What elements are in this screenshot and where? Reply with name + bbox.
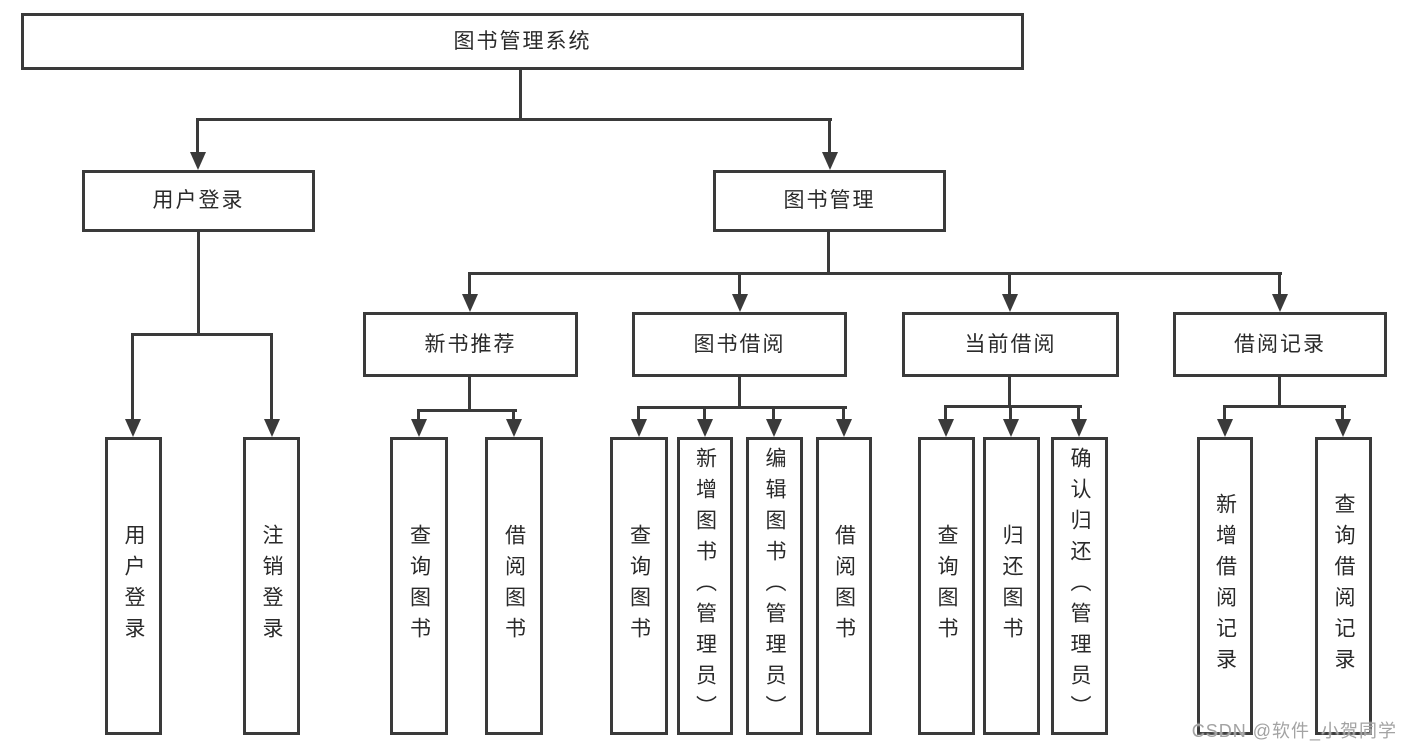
node-label: 查询图书 <box>407 524 431 648</box>
node-query-book-3: 查询图书 <box>918 437 975 735</box>
node-current-borrow: 当前借阅 <box>902 312 1119 377</box>
arrowhead-down-icon <box>264 419 280 437</box>
connector-line <box>827 232 830 275</box>
connector-line <box>131 333 273 336</box>
connector-line <box>1008 376 1011 408</box>
connector-line <box>1008 272 1011 297</box>
node-add-borrow-record: 新增借阅记录 <box>1197 437 1253 735</box>
connector-line <box>417 409 517 412</box>
arrowhead-down-icon <box>506 419 522 437</box>
arrowhead-down-icon <box>822 152 838 170</box>
node-label: 用户登录 <box>122 524 145 648</box>
arrowhead-down-icon <box>1217 419 1233 437</box>
arrowhead-down-icon <box>190 152 206 170</box>
connector-line <box>1278 376 1281 408</box>
node-label: 注销登录 <box>260 524 283 648</box>
connector-line <box>1223 405 1346 408</box>
arrowhead-down-icon <box>697 419 713 437</box>
node-label: 新增图书（管理员） <box>693 446 717 726</box>
arrowhead-down-icon <box>1003 419 1019 437</box>
arrowhead-down-icon <box>732 294 748 312</box>
node-query-book-2: 查询图书 <box>610 437 668 735</box>
connector-line <box>468 376 471 412</box>
node-label: 查询借阅记录 <box>1332 493 1355 679</box>
node-add-book-admin: 新增图书（管理员） <box>677 437 733 735</box>
connector-line <box>270 333 273 421</box>
arrowhead-down-icon <box>411 419 427 437</box>
connector-line <box>468 272 1282 275</box>
arrowhead-down-icon <box>1272 294 1288 312</box>
connector-line <box>131 333 134 421</box>
node-library-management-system: 图书管理系统 <box>21 13 1024 70</box>
watermark: CSDN @软件_小贺同学 <box>1191 721 1397 741</box>
node-book-management: 图书管理 <box>713 170 946 232</box>
connector-line <box>703 406 706 422</box>
node-label: 图书管理 <box>783 189 876 213</box>
arrowhead-down-icon <box>766 419 782 437</box>
node-label: 图书借阅 <box>693 332 786 356</box>
connector-line <box>944 405 1082 408</box>
node-label: 新书推荐 <box>424 332 517 356</box>
node-query-book-1: 查询图书 <box>390 437 448 735</box>
node-edit-book-admin: 编辑图书（管理员） <box>746 437 803 735</box>
node-user-login: 用户登录 <box>82 170 315 232</box>
node-new-book-recommend: 新书推荐 <box>363 312 578 377</box>
node-return-book: 归还图书 <box>983 437 1040 735</box>
connector-line <box>1341 405 1344 422</box>
node-borrow-book-2: 借阅图书 <box>816 437 872 735</box>
connector-line <box>944 405 947 422</box>
connector-line <box>828 118 831 154</box>
node-label: 图书管理系统 <box>453 29 592 53</box>
node-borrow-book-1: 借阅图书 <box>485 437 543 735</box>
connector-line <box>468 272 471 297</box>
arrowhead-down-icon <box>1071 419 1087 437</box>
node-label: 新增借阅记录 <box>1213 493 1237 679</box>
node-label: 归还图书 <box>1000 524 1023 648</box>
node-label: 用户登录 <box>152 189 245 213</box>
node-label: 借阅记录 <box>1234 332 1326 356</box>
node-user-login-leaf: 用户登录 <box>105 437 162 735</box>
node-label: 借阅图书 <box>502 524 526 648</box>
connector-line <box>512 409 515 422</box>
node-label: 编辑图书（管理员） <box>763 446 786 726</box>
node-borrow-records: 借阅记录 <box>1173 312 1387 377</box>
arrowhead-down-icon <box>1002 294 1018 312</box>
node-label: 查询图书 <box>627 524 651 648</box>
connector-line <box>1009 405 1012 422</box>
arrowhead-down-icon <box>631 419 647 437</box>
connector-line <box>196 118 199 154</box>
connector-line <box>738 376 741 409</box>
connector-line <box>1278 272 1281 297</box>
arrowhead-down-icon <box>462 294 478 312</box>
arrowhead-down-icon <box>1335 419 1351 437</box>
connector-line <box>197 232 200 336</box>
node-label: 确认归还（管理员） <box>1068 446 1091 726</box>
connector-line <box>196 118 832 121</box>
node-logout: 注销登录 <box>243 437 300 735</box>
node-book-borrow: 图书借阅 <box>632 312 847 377</box>
arrowhead-down-icon <box>125 419 141 437</box>
connector-line <box>637 406 847 409</box>
node-query-borrow-record: 查询借阅记录 <box>1315 437 1372 735</box>
connector-line <box>637 406 640 422</box>
connector-line <box>842 406 845 422</box>
arrowhead-down-icon <box>938 419 954 437</box>
node-label: 借阅图书 <box>832 524 856 648</box>
connector-line <box>1223 405 1226 422</box>
node-label: 查询图书 <box>935 524 958 648</box>
connector-line <box>417 409 420 422</box>
connector-line <box>738 272 741 297</box>
connector-line <box>772 406 775 422</box>
arrowhead-down-icon <box>836 419 852 437</box>
node-confirm-return-admin: 确认归还（管理员） <box>1051 437 1108 735</box>
connector-line <box>1077 405 1080 422</box>
node-label: 当前借阅 <box>964 332 1057 356</box>
connector-line <box>519 69 522 120</box>
